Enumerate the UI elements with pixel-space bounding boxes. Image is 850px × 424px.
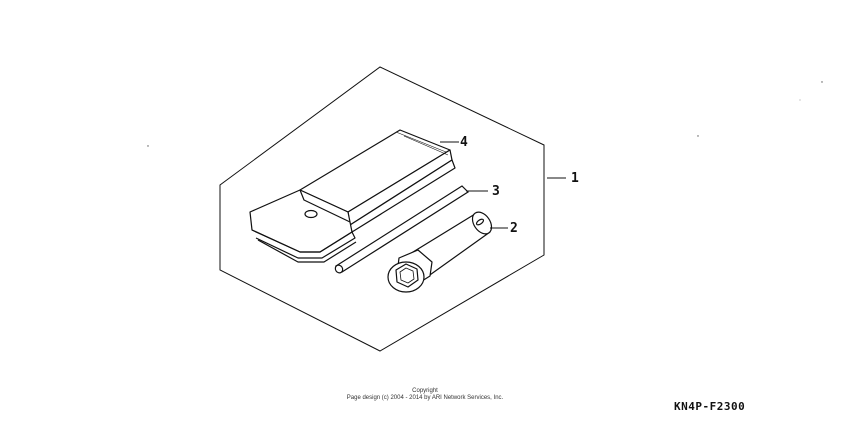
leader-lines	[440, 141, 566, 229]
callout-4: 4	[460, 135, 468, 150]
plug-wrench	[387, 211, 493, 293]
copyright-line: Page design (c) 2004 - 2014 by ARI Netwo…	[346, 395, 504, 401]
handle-bar	[334, 185, 469, 274]
speck	[799, 99, 801, 101]
diagram-code: KN4P-F2300	[674, 400, 746, 413]
callout-2: 2	[510, 221, 518, 236]
tool-bag	[249, 129, 456, 263]
speck	[147, 145, 149, 147]
speck	[821, 81, 823, 83]
kit-outline	[219, 66, 545, 352]
callout-3: 3	[492, 184, 500, 199]
speck	[697, 135, 699, 137]
copyright-title: Copyright	[412, 388, 438, 394]
callout-1: 1	[571, 171, 579, 186]
